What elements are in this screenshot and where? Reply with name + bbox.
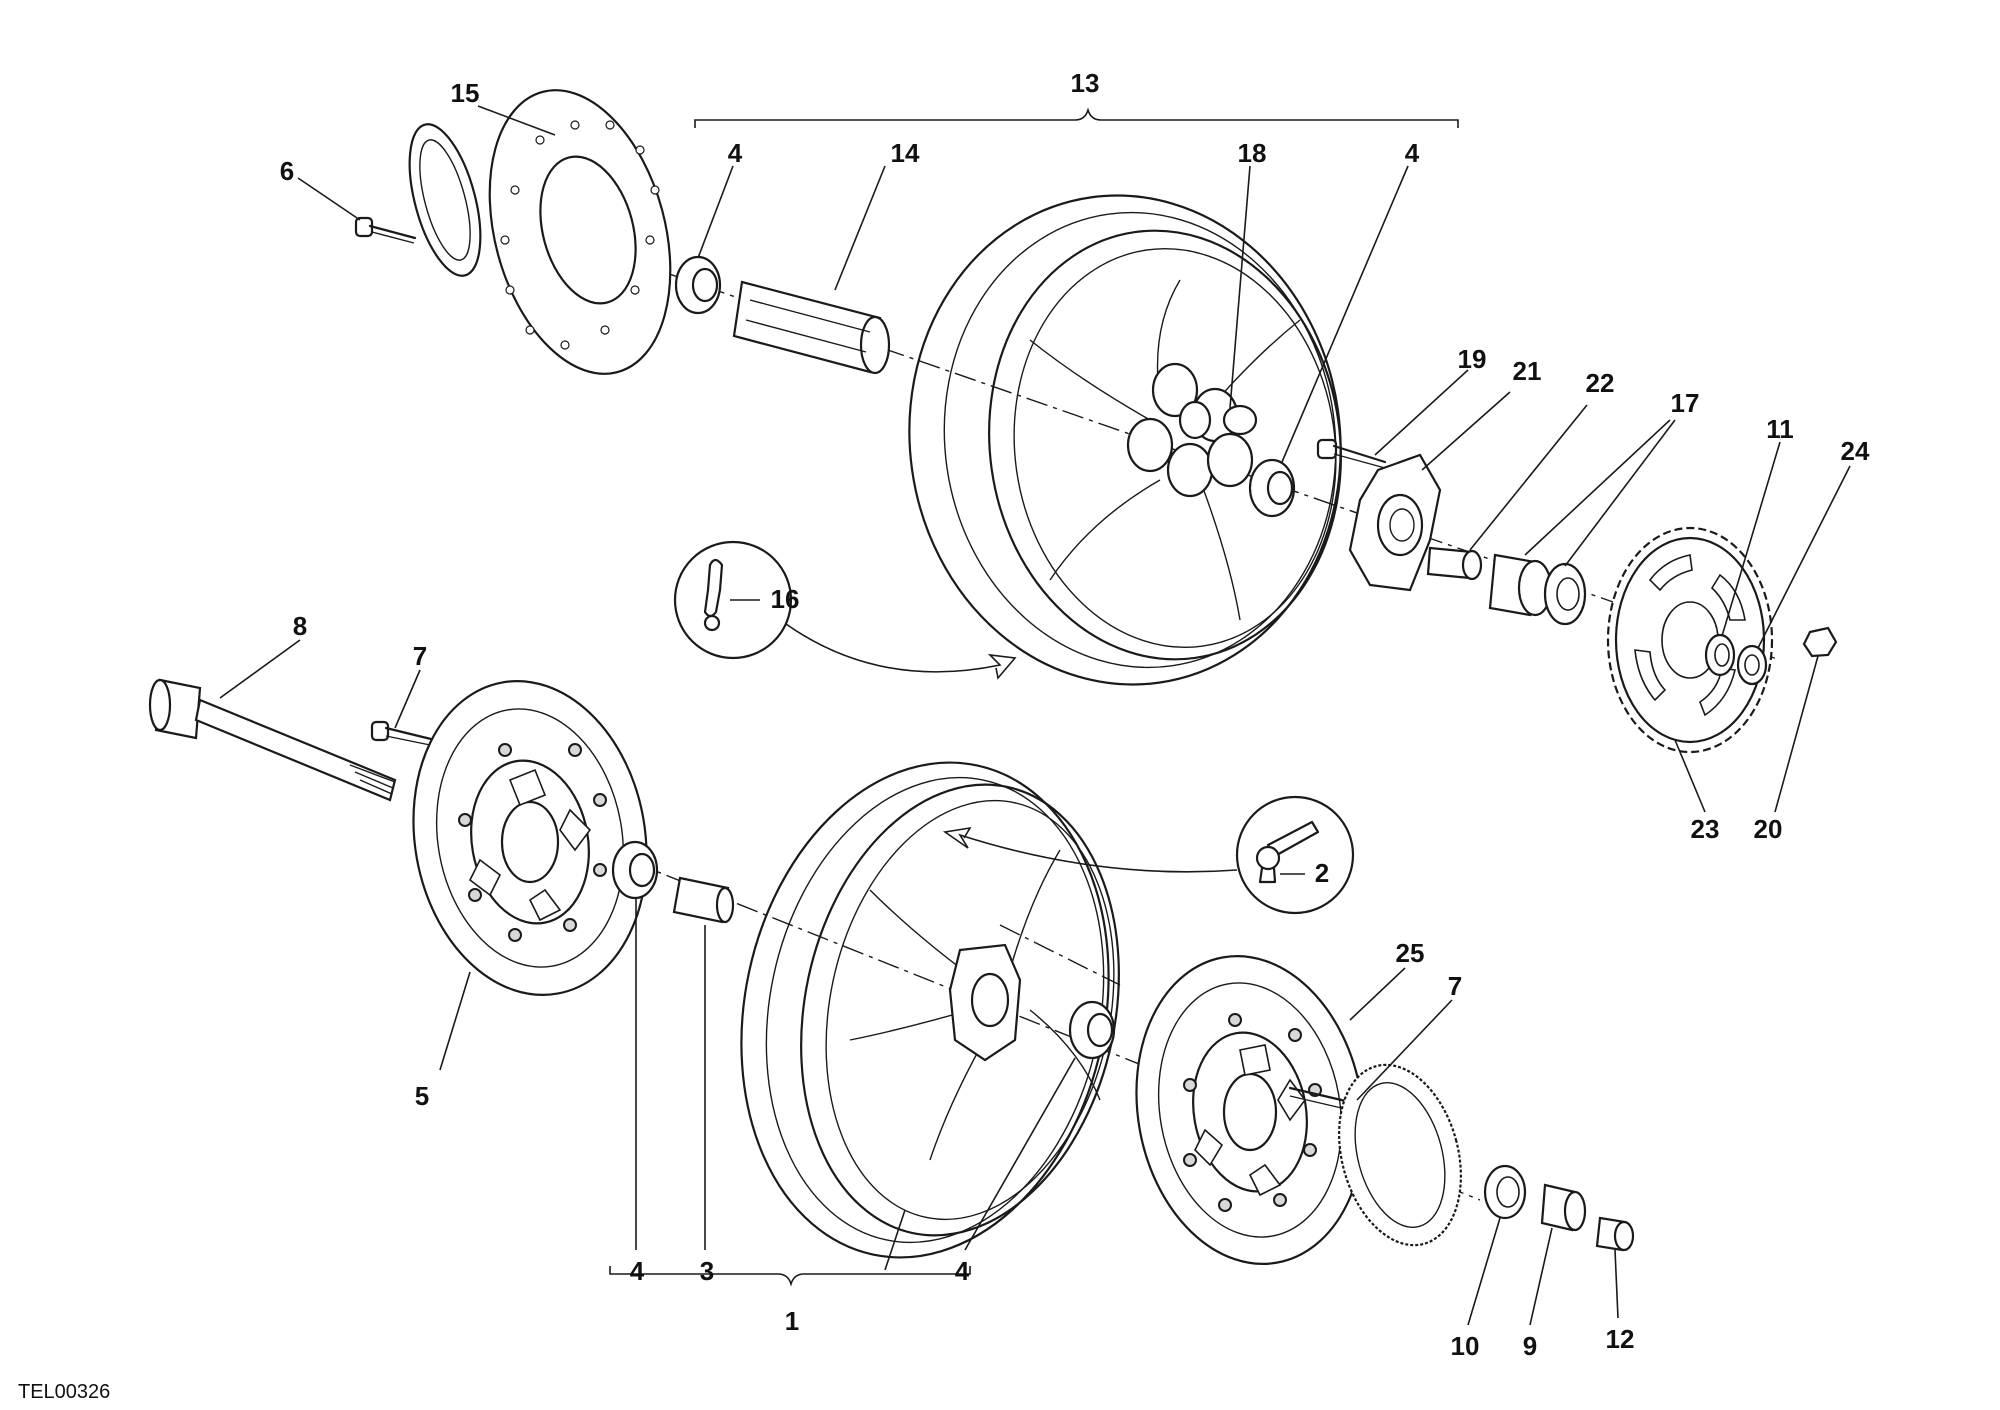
- callout-24: 24: [1841, 436, 1870, 466]
- part-19-stud-bolt: [1316, 438, 1387, 469]
- callout-13: 13: [1071, 68, 1100, 98]
- inset-valve-16: [673, 540, 1017, 680]
- front-wheel: [740, 761, 1120, 1259]
- part-10-seal: [1483, 1164, 1527, 1220]
- callout-3: 3: [700, 1256, 714, 1286]
- callout-5: 5: [415, 1081, 429, 1111]
- callout-22: 22: [1586, 368, 1615, 398]
- callout-7-left: 7: [413, 641, 427, 671]
- callout-4-rear-left: 4: [728, 138, 743, 168]
- part-11-washer: [1704, 633, 1736, 677]
- part-20-nut: [1802, 626, 1838, 658]
- bracket-13: [694, 107, 1459, 128]
- part-4-bearing-rear-right: [1248, 458, 1296, 518]
- front-axis-line-2: [999, 924, 1121, 986]
- callout-10: 10: [1451, 1331, 1480, 1361]
- callout-labels: 13 15 6 4 14 18 4 19 21 22 17 11 24 16 2…: [280, 68, 1870, 1361]
- callout-4-front-left: 4: [630, 1256, 645, 1286]
- callout-2: 2: [1315, 858, 1329, 888]
- callout-1: 1: [785, 1306, 799, 1336]
- part-12-cap: [1595, 1216, 1635, 1252]
- inset-valve-2: [942, 795, 1355, 915]
- callout-14: 14: [891, 138, 920, 168]
- part-17-bearings: [1488, 553, 1587, 626]
- part-9-spacer: [1540, 1183, 1587, 1232]
- part-7-bolt-left: [370, 720, 437, 747]
- callout-15: 15: [451, 78, 480, 108]
- callout-4-front-right: 4: [955, 1256, 970, 1286]
- callout-17: 17: [1671, 388, 1700, 418]
- callout-20: 20: [1754, 814, 1783, 844]
- callout-16: 16: [771, 584, 800, 614]
- callout-7-right: 7: [1448, 971, 1462, 1001]
- callout-12: 12: [1606, 1324, 1635, 1354]
- part-25-front-brake-disc-right: [1135, 955, 1365, 1265]
- callout-6: 6: [280, 156, 294, 186]
- callout-4-rear-right: 4: [1405, 138, 1420, 168]
- callout-11: 11: [1766, 414, 1794, 444]
- callout-23: 23: [1691, 814, 1720, 844]
- part-4-bearing-front-right: [1068, 1000, 1116, 1060]
- part-6-bolt: [354, 216, 417, 244]
- callout-21: 21: [1513, 356, 1542, 386]
- part-4-bearing-front-left: [611, 840, 659, 900]
- part-15-rear-brake-disc: [408, 89, 672, 375]
- callout-8: 8: [293, 611, 307, 641]
- part-8-front-axle: [148, 678, 397, 802]
- rear-wheel: [908, 194, 1342, 686]
- part-24-washer: [1736, 644, 1768, 686]
- leader-lines: [219, 105, 1851, 1326]
- part-22-spacer: [1426, 546, 1483, 581]
- drawing-code: TEL00326: [18, 1381, 110, 1403]
- callout-18: 18: [1238, 138, 1267, 168]
- callout-25: 25: [1396, 938, 1425, 968]
- callout-19: 19: [1458, 344, 1487, 374]
- tone-ring: [1338, 1063, 1462, 1247]
- part-4-bearing-rear-left: [674, 255, 722, 315]
- part-3-spacer: [672, 876, 735, 924]
- part-23-rear-sprocket: [1606, 526, 1774, 754]
- part-5-front-brake-disc-left: [412, 680, 648, 996]
- bracket-1: [609, 1266, 971, 1287]
- callout-9: 9: [1523, 1331, 1537, 1361]
- part-14-spacer-tube: [732, 280, 891, 375]
- part-21-sprocket-carrier: [1348, 453, 1442, 592]
